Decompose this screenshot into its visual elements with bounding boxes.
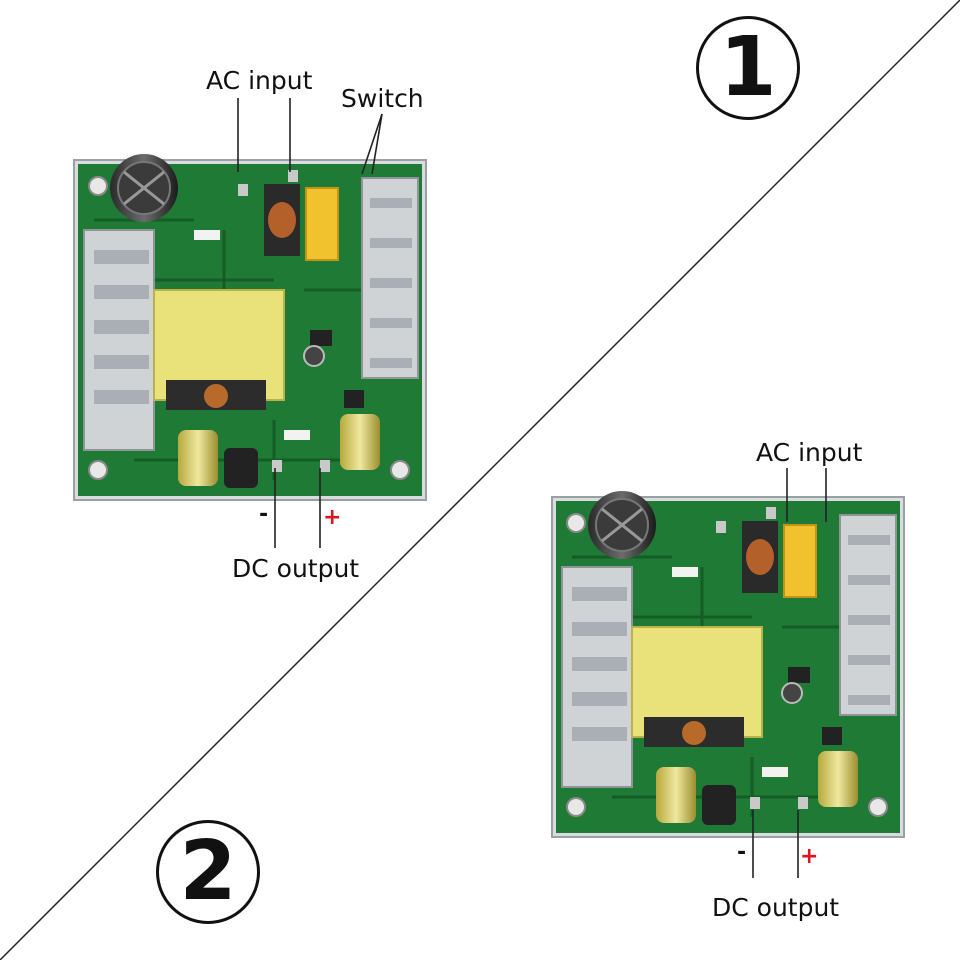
negative-mark-2: - bbox=[737, 840, 747, 865]
leader-lines-1 bbox=[237, 98, 383, 548]
number-badge-1-text: 1 bbox=[719, 20, 777, 115]
ac-input-label-2: AC input bbox=[756, 438, 863, 467]
ac-input-label-1: AC input bbox=[206, 66, 313, 95]
dc-output-label-2: DC output bbox=[712, 893, 840, 922]
pcb-board-2 bbox=[550, 489, 906, 839]
pcb-board-1 bbox=[72, 152, 428, 502]
dc-output-label-1: DC output bbox=[232, 554, 360, 583]
number-badge-2-text: 2 bbox=[179, 824, 237, 919]
negative-mark-1: - bbox=[259, 502, 269, 527]
leader-lines-2 bbox=[752, 468, 827, 878]
positive-mark-1: + bbox=[323, 505, 342, 530]
number-badge-2: 2 bbox=[156, 820, 260, 924]
positive-mark-2: + bbox=[800, 844, 819, 869]
number-badge-1: 1 bbox=[696, 16, 800, 120]
switch-label-1: Switch bbox=[341, 84, 424, 113]
